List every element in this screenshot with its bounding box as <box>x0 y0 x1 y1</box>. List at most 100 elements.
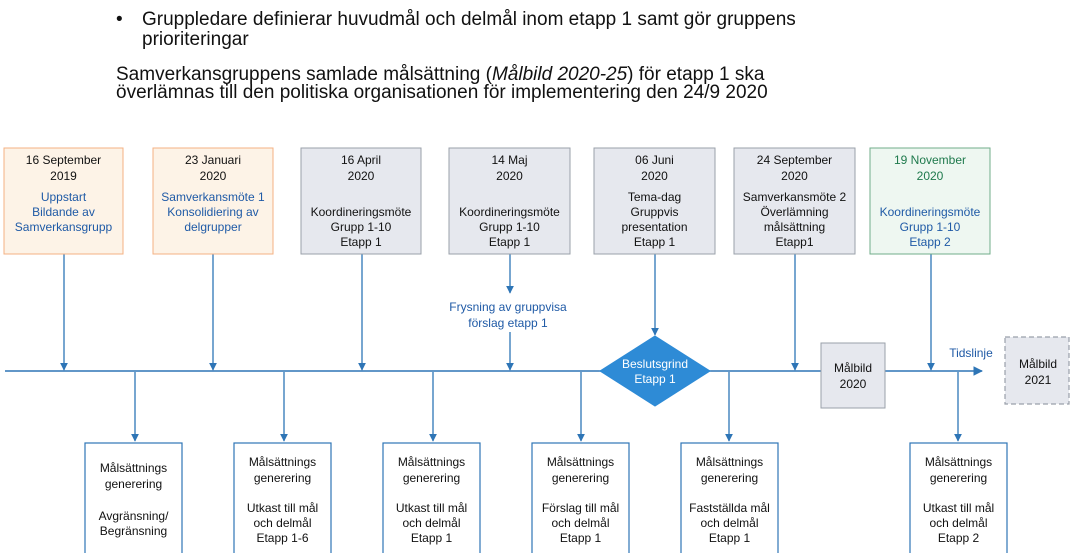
goal-generation-title-6: Målsättnings generering <box>925 455 992 485</box>
event-box-4 <box>448 147 571 255</box>
goal-generation-desc-2-line: och delmål <box>253 516 311 530</box>
goal-generation-desc-1-line: Avgränsning/ <box>99 509 169 523</box>
goal-generation-box-3 <box>382 442 481 553</box>
event-desc-5-line: Gruppvis <box>630 205 678 219</box>
goal-generation-title-2: Målsättnings generering <box>249 455 316 485</box>
timeline-label: Tidslinje <box>949 346 993 360</box>
event-date-6: 24 September 2020 <box>757 153 832 183</box>
goal-generation-desc-1: Avgränsning/Begränsning <box>99 509 169 538</box>
goal-generation-desc-6-line: Utkast till mål <box>923 501 994 515</box>
goal-generation-title-1-line: Målsättnings <box>100 461 167 475</box>
goal-generation-box-1 <box>84 442 183 553</box>
goal-2020-label: Målbild 2020 <box>834 361 872 391</box>
paragraph-italic: Målbild 2020-25 <box>491 64 628 85</box>
goal-generation-box-4 <box>531 442 630 553</box>
goal-2020-box <box>820 342 886 409</box>
event-desc-7-line: Grupp 1-10 <box>900 220 961 234</box>
event-desc-6-line: Etapp1 <box>775 235 813 249</box>
event-desc-5-line: Etapp 1 <box>634 235 676 249</box>
event-date-2-line: 23 Januari <box>185 153 241 167</box>
goal-generation-title-2-line: generering <box>254 471 311 485</box>
goal-generation-box-2 <box>233 442 332 553</box>
goal-generation-desc-3-line: och delmål <box>402 516 460 530</box>
event-desc-6-line: målsättning <box>764 220 825 234</box>
bullet-text: Gruppledare definierar huvudmål och delm… <box>142 9 796 50</box>
event-desc-2-line: Konsolidiering av <box>167 205 258 219</box>
freeze-label-line: förslag etapp 1 <box>468 316 548 330</box>
goal-generation-box-5 <box>680 442 779 553</box>
event-desc-1-line: Uppstart <box>41 190 87 204</box>
freeze-label-line: Frysning av gruppvisa <box>449 300 567 314</box>
event-date-3-line: 2020 <box>348 169 375 183</box>
event-box-6 <box>733 147 856 255</box>
event-desc-3-line: Grupp 1-10 <box>331 220 392 234</box>
goal-generation-desc-2-line: Etapp 1-6 <box>256 531 308 545</box>
event-date-5: 06 Juni 2020 <box>635 153 674 183</box>
paragraph-after: ) för etapp 1 ska överlämnas till den po… <box>116 64 768 103</box>
event-desc-7-line: Etapp 2 <box>909 235 951 249</box>
goal-generation-title-3-line: generering <box>403 471 460 485</box>
goal-2021-box <box>1004 336 1070 405</box>
decision-gate-diamond <box>599 335 711 407</box>
goal-generation-desc-4-line: och delmål <box>551 516 609 530</box>
event-date-1-line: 16 September <box>26 153 101 167</box>
goal-generation-title-6-line: Målsättnings <box>925 455 992 469</box>
goal-2021-label-line: Målbild <box>1019 357 1057 371</box>
goal-generation-desc-2-line: Utkast till mål <box>247 501 318 515</box>
event-date-5-line: 06 Juni <box>635 153 674 167</box>
bullet-point: • Gruppledare definierar huvudmål och de… <box>116 10 816 50</box>
goal-generation-desc-6-line: och delmål <box>929 516 987 530</box>
goal-generation-desc-1-line: Begränsning <box>100 524 167 538</box>
event-date-6-line: 24 September <box>757 153 832 167</box>
goal-generation-title-1-line: generering <box>105 477 162 491</box>
goal-generation-title-4-line: Målsättnings <box>547 455 614 469</box>
event-desc-2-line: delgrupper <box>184 220 241 234</box>
goal-generation-title-5-line: Målsättnings <box>696 455 763 469</box>
freeze-label: Frysning av gruppvisa förslag etapp 1 <box>449 300 567 330</box>
timeline-label-line: Tidslinje <box>949 346 993 360</box>
goal-2020-label-line: Målbild <box>834 361 872 375</box>
event-date-7-line: 2020 <box>917 169 944 183</box>
goal-generation-desc-5-line: Etapp 1 <box>709 531 751 545</box>
event-desc-7-line: Koordineringsmöte <box>880 205 981 219</box>
goal-generation-title-2-line: Målsättnings <box>249 455 316 469</box>
event-box-5 <box>593 147 716 255</box>
event-date-4-line: 2020 <box>496 169 523 183</box>
event-date-4-line: 14 Maj <box>491 153 527 167</box>
decision-gate-label-line: Etapp 1 <box>634 372 676 386</box>
goal-generation-title-6-line: generering <box>930 471 987 485</box>
goal-generation-desc-5-line: och delmål <box>700 516 758 530</box>
event-date-5-line: 2020 <box>641 169 668 183</box>
event-desc-1-line: Samverkansgrupp <box>15 220 113 234</box>
event-box-3 <box>300 147 422 255</box>
goal-2020-label-line: 2020 <box>840 377 867 391</box>
event-desc-3-line: Etapp 1 <box>340 235 382 249</box>
decision-gate-label-line: Beslutsgrind <box>622 357 688 371</box>
event-date-3-line: 16 April <box>341 153 381 167</box>
goal-generation-desc-6-line: Etapp 2 <box>938 531 980 545</box>
goal-generation-desc-4-line: Förslag till mål <box>542 501 619 515</box>
event-box-1 <box>3 147 124 255</box>
event-desc-1-line: Bildande av <box>32 205 95 219</box>
event-date-6-line: 2020 <box>781 169 808 183</box>
event-date-4: 14 Maj 2020 <box>491 153 527 183</box>
event-desc-5-line: presentation <box>621 220 687 234</box>
goal-generation-desc-5-line: Fastställda mål <box>689 501 770 515</box>
